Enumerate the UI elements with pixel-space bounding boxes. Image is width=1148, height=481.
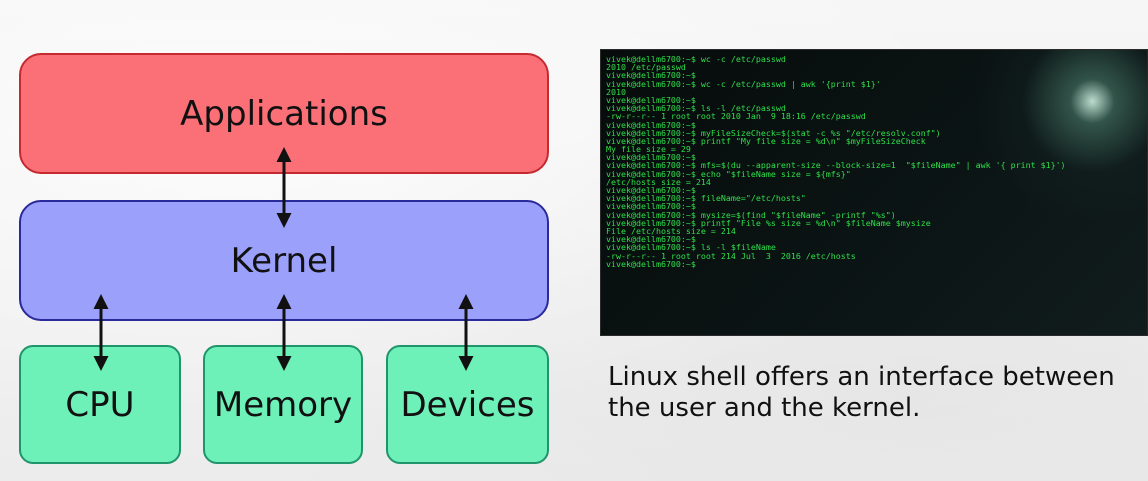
terminal-line: vivek@dellm6700:~$ (606, 70, 696, 81)
terminal-line: My file size = 29 (606, 144, 691, 155)
terminal-line: vivek@dellm6700:~$ mysize=$(find "$fileN… (606, 209, 896, 220)
terminal-line: vivek@dellm6700:~$ (606, 119, 696, 130)
terminal-line: vivek@dellm6700:~$ (606, 185, 696, 195)
terminal-line: 2010 (606, 86, 626, 97)
terminal-line: vivek@dellm6700:~$ ls -l /etc/passwd (606, 103, 786, 114)
memory-label: Memory (213, 384, 353, 425)
terminal-line: vivek@dellm6700:~$ (606, 201, 696, 212)
terminal-line: File /etc/hosts size = 214 (606, 225, 736, 236)
caption-line-1: Linux shell offers an interface between (608, 362, 1115, 392)
terminal-line: /etc/hosts size = 214 (606, 176, 711, 187)
applications-label: Applications (180, 93, 388, 134)
cpu-label: CPU (65, 384, 135, 425)
terminal-line: vivek@dellm6700:~$ printf "File %s size … (606, 217, 931, 228)
terminal-line: vivek@dellm6700:~$ myFileSizeCheck=$(sta… (606, 127, 941, 138)
terminal-line: vivek@dellm6700:~$ echo "$fileName size … (606, 168, 851, 179)
terminal-line: vivek@dellm6700:~$ fileName="/etc/hosts" (606, 193, 806, 204)
terminal-line: -rw-r--r-- 1 root root 214 Jul 3 2016 /e… (606, 250, 856, 261)
devices-label: Devices (400, 384, 535, 425)
terminal-line: vivek@dellm6700:~$ wc -c /etc/passwd | a… (606, 78, 881, 89)
terminal-line: 2010 /etc/passwd (606, 62, 686, 73)
terminal-line: -rw-r--r-- 1 root root 2010 Jan 9 18:16 … (606, 111, 866, 122)
cpu-box: CPU (19, 345, 181, 464)
terminal-line: vivek@dellm6700:~$ (606, 94, 696, 105)
terminal-line: vivek@dellm6700:~$ wc -c /etc/passwd (606, 54, 786, 64)
terminal-line: vivek@dellm6700:~$ mfs=$(du --apparent-s… (606, 160, 1066, 171)
terminal-line: vivek@dellm6700:~$ ls -l $fileName (606, 242, 776, 253)
terminal-line: vivek@dellm6700:~$ (606, 234, 696, 245)
kernel-label: Kernel (230, 240, 338, 281)
terminal-screenshot: vivek@dellm6700:~$ wc -c /etc/passwd 201… (600, 49, 1148, 336)
caption: Linux shell offers an interface between … (608, 362, 1138, 424)
terminal-line: vivek@dellm6700:~$ (606, 258, 696, 269)
terminal-line: vivek@dellm6700:~$ printf "My file size … (606, 135, 926, 146)
caption-line-2: the user and the kernel. (608, 393, 921, 423)
terminal-line: vivek@dellm6700:~$ (606, 152, 696, 163)
